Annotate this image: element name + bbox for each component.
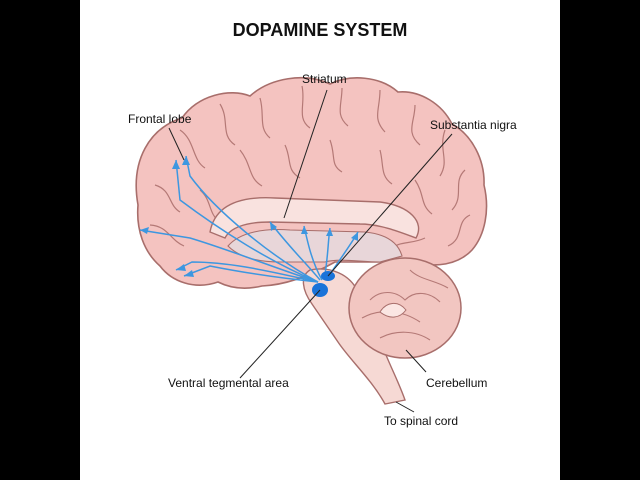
label-frontal-lobe: Frontal lobe (128, 112, 191, 126)
label-to-spinal-cord: To spinal cord (384, 414, 458, 428)
inner-region (228, 230, 402, 262)
diagram-panel: DOPAMINE SYSTEM Striatum Frontal lobe Su… (80, 0, 560, 480)
leader-spinal-cord (396, 402, 414, 412)
label-cerebellum: Cerebellum (426, 376, 487, 390)
cerebellum (349, 258, 461, 358)
label-ventral-tegmental-area: Ventral tegmental area (168, 376, 289, 390)
diagram-title: DOPAMINE SYSTEM (80, 20, 560, 41)
leader-ventral-tegmental-area (240, 290, 320, 378)
label-striatum: Striatum (302, 72, 347, 86)
label-substantia-nigra: Substantia nigra (430, 118, 517, 132)
